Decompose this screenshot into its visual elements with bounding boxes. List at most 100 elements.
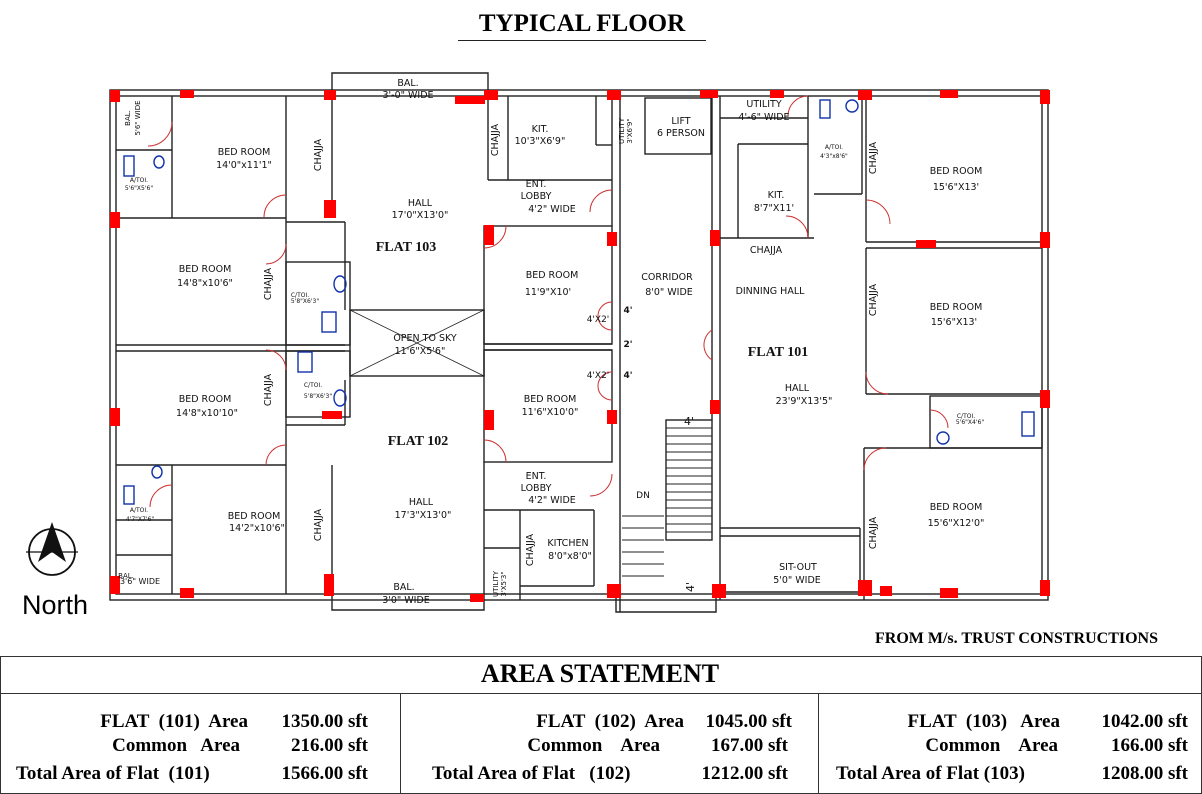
- room-label-bed-ll-1: BED ROOM: [179, 394, 232, 405]
- room-label-ctoi103-1: C/TOI.: [291, 292, 309, 299]
- room-label-ctoi102-1: C/TOI.: [304, 382, 322, 389]
- room-label-chajja-mr1: CHAJJA: [868, 283, 879, 316]
- room-label-sitout-2: 5'0" WIDE: [773, 575, 821, 586]
- lift-shaft: [644, 97, 712, 155]
- columns: [110, 90, 1050, 602]
- room-label-bed-br-2: 15'6"X12'0": [928, 518, 985, 529]
- room-label-dim-4a: 4': [623, 306, 632, 316]
- room-label-kitchen102-1: KITCHEN: [547, 538, 588, 549]
- room-label-dim-2: 2': [623, 340, 632, 350]
- room-label-kit103-1: KIT.: [532, 124, 549, 135]
- room-label-ctoi101-2: 5'6"X4'6": [956, 419, 984, 426]
- flat101-area-label: FLAT (101) Area: [100, 711, 248, 732]
- room-label-ctoi101-1: C/TOI.: [957, 413, 975, 420]
- room-label-dim-4x2-a: 4'X2': [587, 315, 610, 325]
- room-label-bal-bm-1: BAL.: [393, 582, 414, 593]
- title-underline: [458, 40, 706, 41]
- flat103-total-value: 1208.00 sft: [1101, 763, 1188, 784]
- room-label-chajja-kitchen102: CHAJJA: [525, 533, 536, 566]
- room-label-chajja-bl: CHAJJA: [313, 508, 324, 541]
- stair-treads: [622, 427, 712, 577]
- flat102-area-value: 1045.00 sft: [705, 711, 792, 732]
- flat101-common-value: 216.00 sft: [290, 735, 368, 756]
- room-label-open-2: 11'6"X5'6": [395, 346, 446, 357]
- room-label-ent103-3: 4'2" WIDE: [528, 204, 576, 215]
- room-label-bed-ml-2: 14'8"x10'6": [177, 278, 233, 289]
- room-label-ctoi102-2: 5'8"X6'3": [304, 393, 332, 400]
- room-label-ent102-3: 4'2" WIDE: [528, 495, 576, 506]
- room-label-open-1: OPEN TO SKY: [393, 333, 457, 344]
- room-label-util101-2: 4'-6" WIDE: [738, 112, 789, 123]
- room-label-util102-1: UTILITY: [492, 570, 500, 597]
- room-label-atoi-tr-1: A/TOI.: [825, 144, 843, 151]
- room-label-hall101-2: 23'9"X13'5": [776, 396, 833, 407]
- room-label-atoi-tl-2: 5'6"X5'6": [125, 185, 153, 192]
- room-label-util103-2: 3'X6'9": [626, 118, 634, 143]
- room-label-bal-top-mid-2: 3'-0" WIDE: [382, 90, 433, 101]
- room-label-dinning: DINNING HALL: [736, 286, 806, 297]
- drawing-title: TYPICAL FLOOR: [478, 10, 686, 37]
- room-label-bed-br-1: BED ROOM: [930, 502, 983, 513]
- room-label-bal-bl-2: 3'6" WIDE: [120, 577, 160, 586]
- room-label-dim-4-vert: 4': [684, 582, 697, 592]
- room-label-util103-1: UTILITY: [618, 117, 626, 144]
- room-label-bed-tr-2: 15'6"X13': [933, 182, 979, 193]
- room-label-bed-mr1-1: BED ROOM: [930, 302, 983, 313]
- flat101-common-label: Common Area: [112, 735, 240, 756]
- sanitary-fixtures: [123, 99, 1035, 505]
- area-statement-divider: [0, 693, 1202, 694]
- room-label-dim-4x2-b: 4'X2': [587, 371, 610, 381]
- room-label-bed-mc-2: 11'9"X10': [525, 287, 571, 298]
- room-label-util102-2: 3'X5'3": [500, 571, 508, 596]
- flat-label-f103: FLAT 103: [376, 240, 437, 255]
- room-label-ent102-2: LOBBY: [521, 483, 552, 494]
- room-label-dim-stair-w: 4': [684, 415, 694, 428]
- room-label-bed-bl-1: BED ROOM: [228, 511, 281, 522]
- room-label-bed-lc-1: BED ROOM: [524, 394, 577, 405]
- flat102-total-value: 1212.00 sft: [701, 763, 788, 784]
- room-label-dim-4b: 4': [623, 371, 632, 381]
- room-label-bal-top-left-1: BAL.: [124, 110, 132, 126]
- staircase: [665, 419, 713, 541]
- room-label-chajja-ll: CHAJJA: [263, 373, 274, 406]
- flat103-common-label: Common Area: [925, 735, 1058, 756]
- room-label-atoi-bl-2: 4'7"X7'6": [126, 516, 154, 523]
- room-label-bal-bl-1: BAL.: [118, 572, 134, 580]
- room-label-sitout-1: SIT-OUT: [779, 562, 817, 573]
- room-label-kit101-2: 8'7"X11': [754, 203, 794, 214]
- room-label-bed-mc-1: BED ROOM: [526, 270, 579, 281]
- room-label-chajja-kit101: CHAJJA: [750, 245, 783, 256]
- area-statement-title: AREA STATEMENT: [480, 659, 720, 688]
- room-label-chajja-kit103: CHAJJA: [490, 123, 501, 156]
- flat-label-f101: FLAT 101: [748, 345, 809, 360]
- room-label-bed-ll-2: 14'8"x10'10": [176, 408, 238, 419]
- flat101-total-label: Total Area of Flat (101): [16, 763, 210, 784]
- room-label-bed-tl-1: BED ROOM: [218, 147, 271, 158]
- area-column-divider: [818, 693, 819, 793]
- north-label: North: [22, 590, 89, 620]
- room-label-kit101-1: KIT.: [768, 190, 785, 201]
- room-label-corridor-1: CORRIDOR: [641, 272, 693, 283]
- flat103-area-value: 1042.00 sft: [1101, 711, 1188, 732]
- room-label-hall103-1: HALL: [408, 198, 433, 209]
- room-label-chajja-tr: CHAJJA: [868, 141, 879, 174]
- room-label-bed-bl-2: 14'2"x10'6": [229, 523, 285, 534]
- room-label-bal-top-left-2: 5'6" WIDE: [134, 100, 142, 135]
- flat102-total-label: Total Area of Flat (102): [432, 763, 631, 784]
- flat102-common-label: Common Area: [527, 735, 660, 756]
- room-label-hall103-2: 17'0"X13'0": [392, 210, 449, 221]
- room-label-bed-lc-2: 11'6"X10'0": [522, 407, 579, 418]
- room-label-atoi-bl-1: A/TOI.: [130, 507, 148, 514]
- room-label-util101-1: UTILITY: [746, 99, 781, 110]
- room-label-bed-tr-1: BED ROOM: [930, 166, 983, 177]
- room-label-chajja-br: CHAJJA: [868, 516, 879, 549]
- outer-wall: [109, 89, 1049, 601]
- stair-wall: [615, 594, 717, 613]
- room-label-dn: DN: [636, 491, 650, 501]
- flat101-total-value: 1566.00 sft: [281, 763, 368, 784]
- area-column-divider: [400, 693, 401, 793]
- room-label-atoi-tl-1: A/TOI.: [130, 177, 148, 184]
